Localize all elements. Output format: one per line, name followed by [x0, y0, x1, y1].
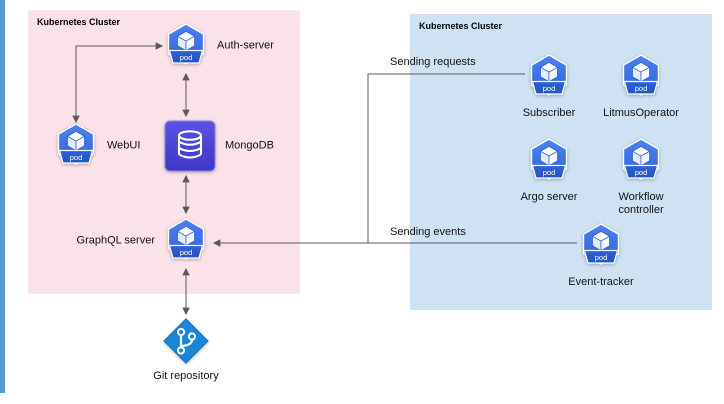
node-event-tracker: Event-tracker — [568, 222, 634, 288]
pod-icon — [527, 137, 571, 185]
right-cluster-label: Kubernetes Cluster — [419, 21, 503, 31]
node-webui: WebUI — [54, 122, 140, 170]
pod-icon — [579, 222, 623, 270]
pod-icon — [164, 217, 208, 265]
pod-icon — [164, 22, 208, 70]
node-mongodb-label: MongoDB — [225, 139, 274, 152]
node-workflow-controller-label: Workflow controller — [618, 191, 664, 216]
node-litmus-operator-label: LitmusOperator — [603, 107, 679, 119]
node-graphql-server: GraphQL server — [77, 217, 208, 265]
node-litmus-operator: LitmusOperator — [603, 53, 679, 119]
node-argo-server-label: Argo server — [520, 191, 578, 203]
mongodb-icon — [164, 120, 216, 172]
node-git-repository: Git repository — [153, 318, 219, 382]
pod-icon — [619, 53, 663, 101]
node-webui-label: WebUI — [107, 139, 141, 152]
node-subscriber: Subscriber — [523, 53, 575, 119]
sending-events-label: Sending events — [390, 226, 466, 238]
node-git-repository-label: Git repository — [153, 370, 219, 382]
pod-icon — [619, 137, 663, 185]
pod-icon — [527, 53, 571, 101]
sending-requests-label: Sending requests — [390, 56, 476, 68]
window-edge-strip — [0, 0, 5, 393]
pod-icon — [54, 122, 98, 170]
node-mongodb: MongoDB — [164, 120, 274, 172]
node-subscriber-label: Subscriber — [522, 107, 576, 119]
node-argo-server: Argo server — [521, 137, 577, 203]
node-graphql-server-label: GraphQL server — [76, 234, 155, 247]
node-workflow-controller: Workflow controller — [618, 137, 664, 216]
node-auth-server-label: Auth-server — [217, 39, 274, 52]
node-auth-server: Auth-server — [164, 22, 274, 70]
left-cluster-label: Kubernetes Cluster — [37, 17, 121, 27]
node-event-tracker-label: Event-tracker — [568, 276, 634, 288]
git-icon — [163, 318, 209, 364]
